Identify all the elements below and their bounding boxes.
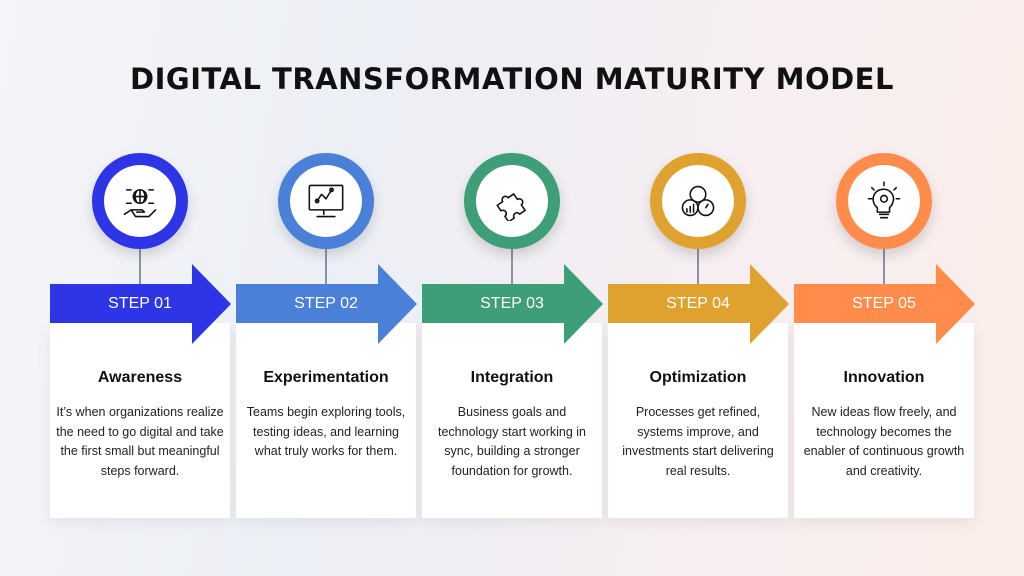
connector-line [697,248,699,284]
step-name: Optimization [649,369,747,386]
monitor-chart-icon [308,184,344,218]
globe-gear-hand-icon [123,189,157,218]
connector-line [511,248,513,284]
step-card: Awareness It’s when organizations realiz… [50,323,230,518]
step-card: Integration Business goals and technolog… [422,323,602,518]
connector-line [139,248,141,284]
step-name: Awareness [97,369,183,386]
step-1: Awareness It’s when organizations realiz… [50,0,231,576]
page-title: DIGITAL TRANSFORMATION MATURITY MODEL [130,62,894,96]
step-icon-circle [836,153,932,249]
step-label: STEP 03 [480,295,544,312]
step-arrow [794,264,975,344]
step-card: Optimization Processes get refined, syst… [608,323,788,518]
step-arrow [422,264,603,344]
lightbulb-gear-icon [867,181,901,219]
puzzle-icon [496,193,526,221]
step-2: Experimentation Teams begin exploring to… [236,0,417,576]
gear-analytics-icon [681,185,715,217]
step-arrow [608,264,789,344]
step-label: STEP 01 [108,295,172,312]
step-name: Experimentation [263,369,389,386]
step-description: It’s when organizations realize the need… [56,405,224,478]
step-arrow [50,264,231,344]
step-description: New ideas flow freely, and technology be… [803,405,965,478]
step-arrow [236,264,417,344]
step-label: STEP 02 [294,295,358,312]
connector-line [883,248,885,284]
step-5: Innovation New ideas flow freely, and te… [794,0,975,576]
step-description: Processes get refined, systems improve, … [622,405,774,478]
step-description: Teams begin exploring tools, testing ide… [246,405,406,458]
step-4: Optimization Processes get refined, syst… [608,0,789,576]
step-label: STEP 04 [666,295,730,312]
step-icon-circle [650,153,746,249]
step-icon-circle [92,153,188,249]
step-card: Experimentation Teams begin exploring to… [236,323,416,518]
step-label: STEP 05 [852,295,916,312]
step-name: Integration [470,369,554,386]
connector-line [325,248,327,284]
step-icon-circle [278,153,374,249]
step-name: Innovation [843,369,925,386]
step-3: Integration Business goals and technolog… [422,0,603,576]
step-card: Innovation New ideas flow freely, and te… [794,323,974,518]
step-icon-circle [464,153,560,249]
step-description: Business goals and technology start work… [438,405,586,478]
